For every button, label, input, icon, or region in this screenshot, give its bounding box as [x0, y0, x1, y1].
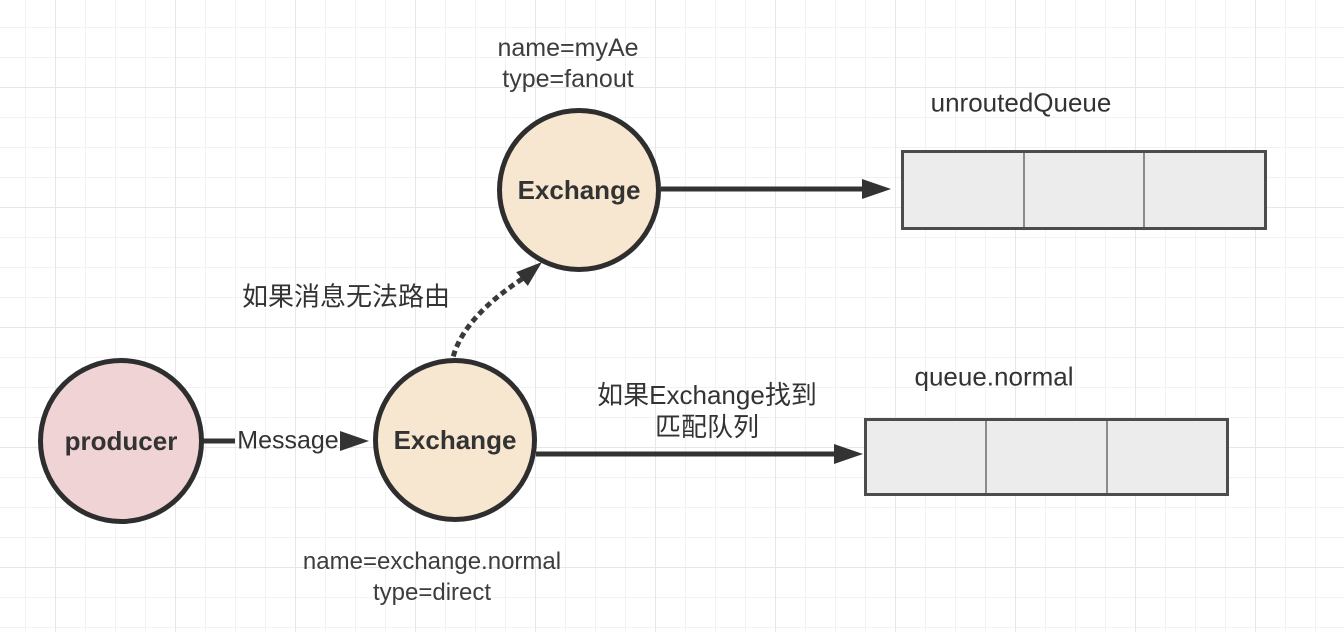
unrouted-queue-title: unroutedQueue — [930, 87, 1112, 118]
queue-normal-node — [864, 418, 1229, 496]
queue-cell — [904, 153, 1023, 227]
exchange-ae-label: Exchange — [517, 174, 641, 205]
queue-cell — [1022, 153, 1144, 227]
unrouted-queue-node — [901, 150, 1267, 230]
exchange-ae-node: Exchange — [497, 108, 661, 272]
arrowhead-ae-icon — [516, 262, 542, 286]
arrowhead-unrouted-queue-icon — [862, 179, 891, 199]
queue-cell — [867, 421, 985, 493]
producer-node: producer — [38, 358, 204, 524]
exchange-ae-annotation: name=myAe type=fanout — [497, 34, 639, 93]
unrouted-condition-label: 如果消息无法路由 — [241, 281, 451, 312]
producer-label: producer — [64, 425, 178, 456]
arrowhead-queue-normal-icon — [834, 444, 863, 464]
matched-condition-label: 如果Exchange找到 匹配队列 — [597, 380, 817, 442]
exchange-normal-label: Exchange — [393, 424, 517, 455]
queue-cell — [985, 421, 1105, 493]
exchange-normal-node: Exchange — [373, 358, 537, 522]
exchange-normal-annotation: name=exchange.normal type=direct — [302, 548, 562, 606]
edge-exchange-to-ae-dotted — [450, 275, 526, 358]
arrowhead-message-icon — [340, 431, 369, 451]
queue-cell — [1143, 153, 1264, 227]
message-edge-label: Message — [237, 426, 339, 455]
queue-cell — [1105, 421, 1226, 493]
queue-normal-title: queue.normal — [914, 361, 1074, 392]
